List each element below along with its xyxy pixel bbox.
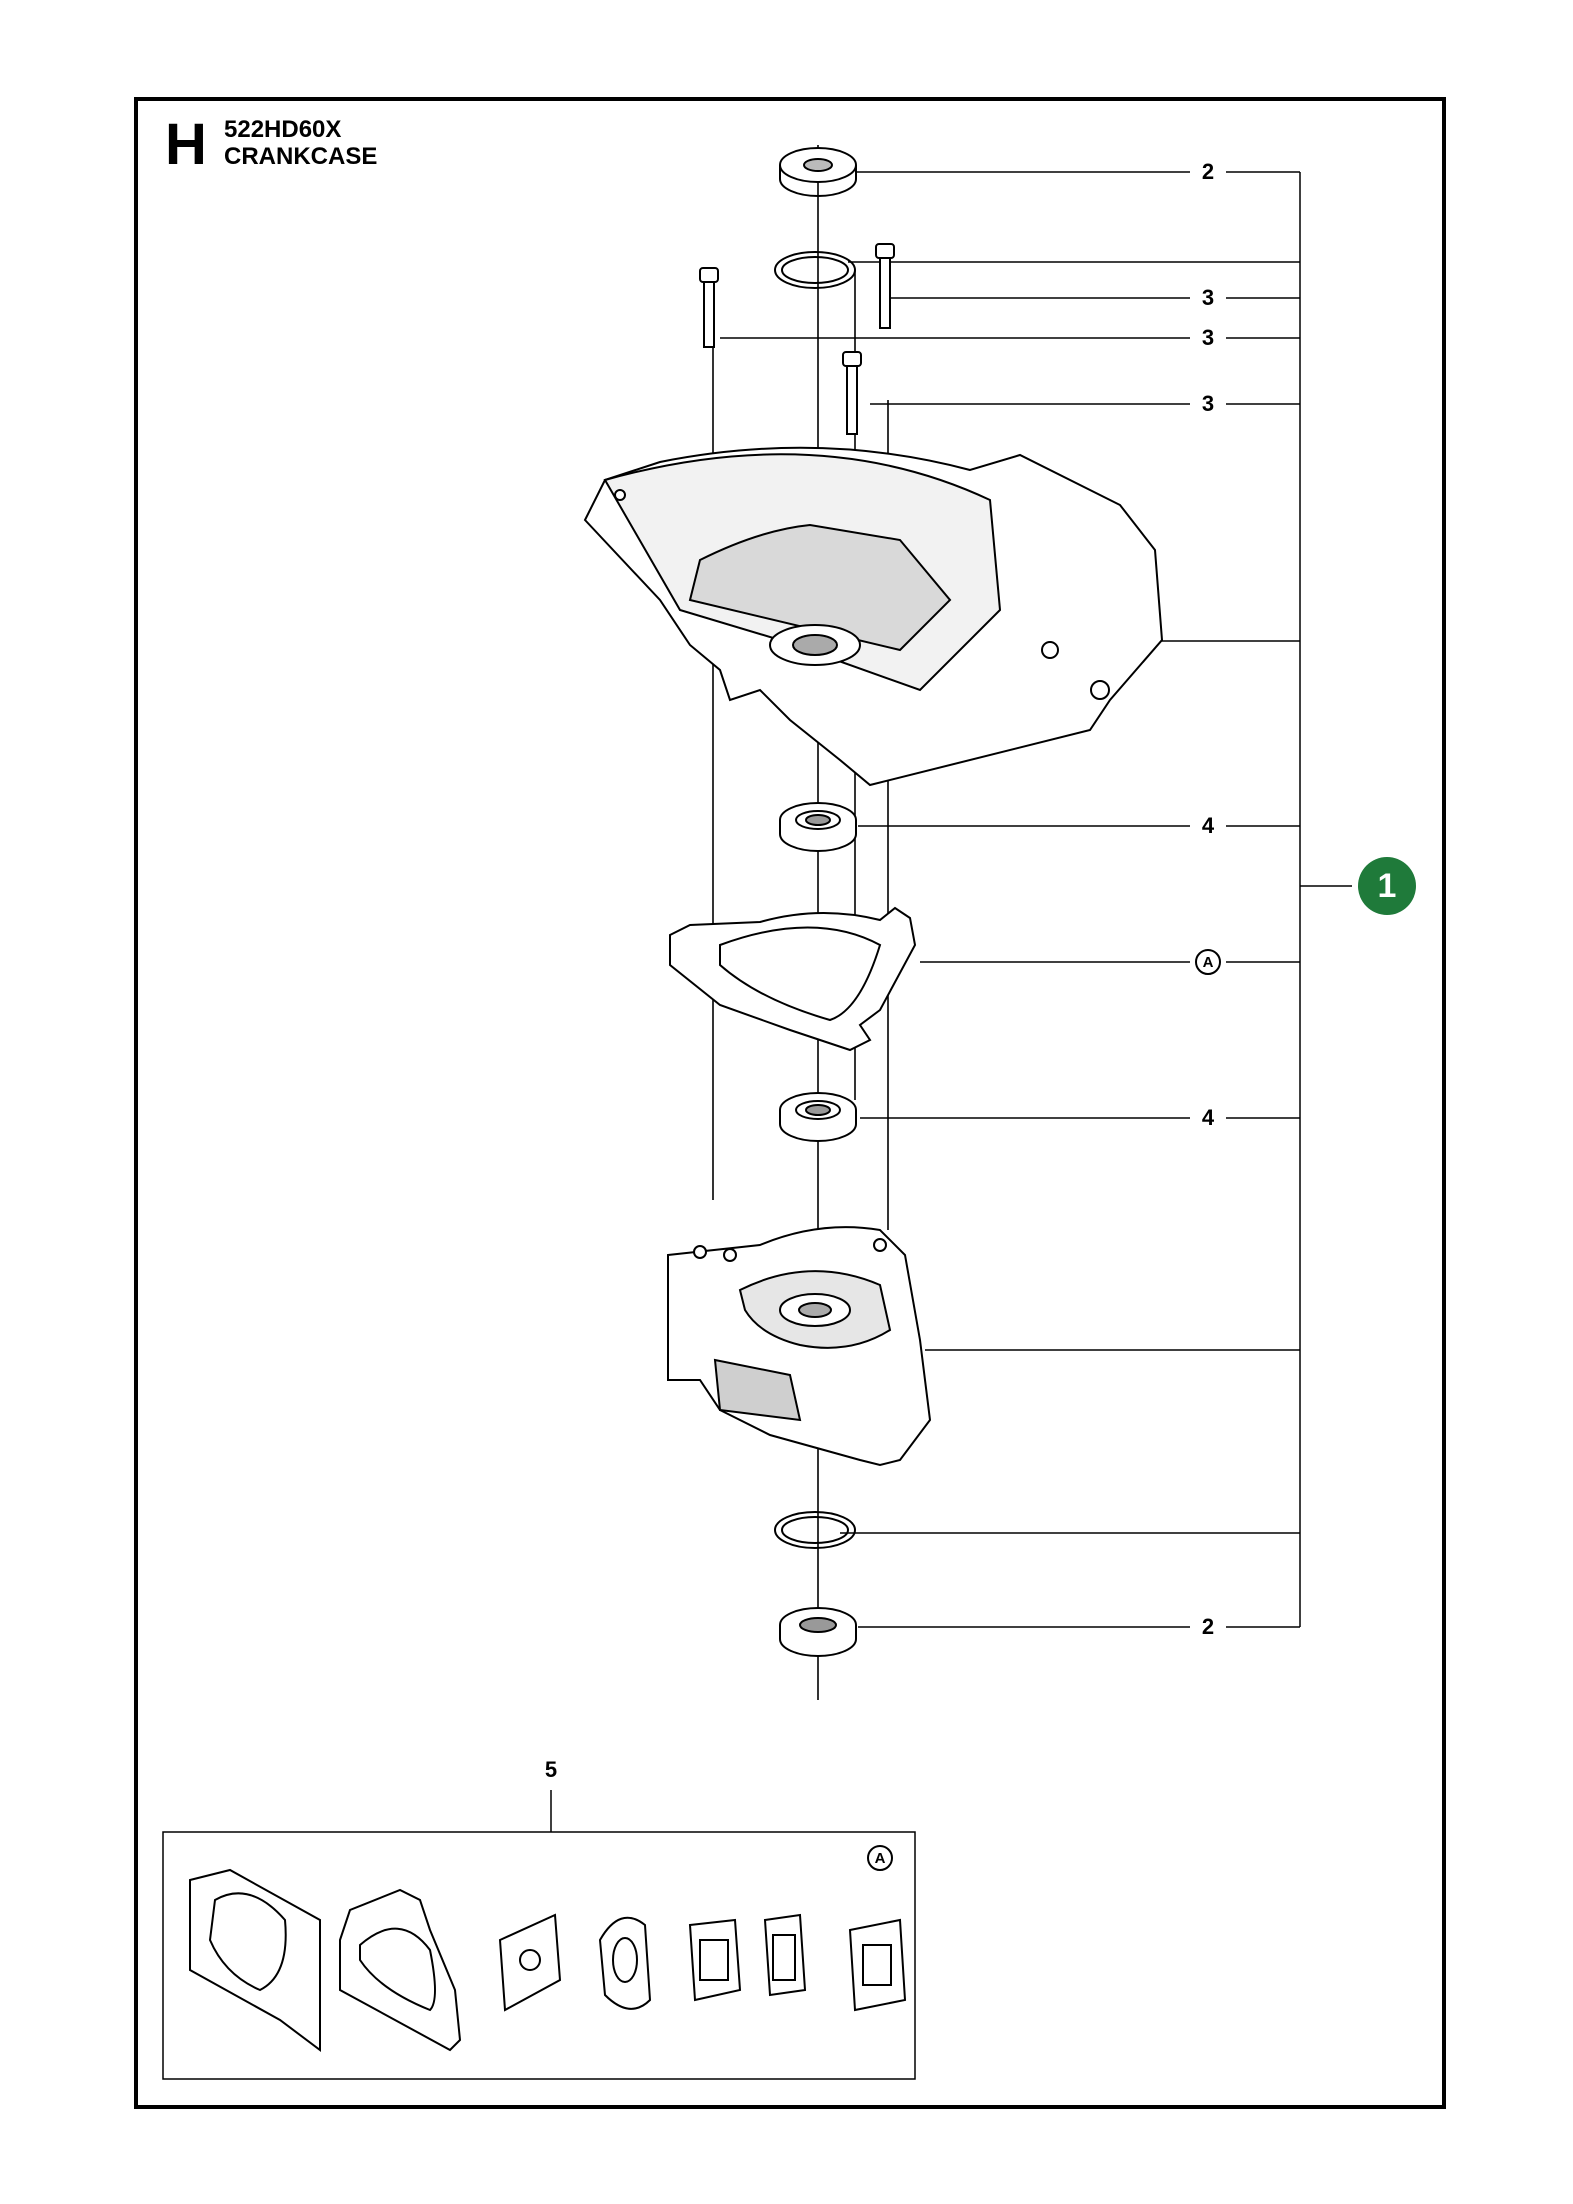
crankcase-upper-part (583, 446, 1164, 787)
section-letter: H (165, 112, 207, 177)
callout-seal-bottom: 2 (1201, 1614, 1215, 1639)
circlip-bottom-part (774, 1511, 856, 1549)
base-gasket-part (669, 906, 917, 1052)
model-number: 522HD60X (224, 116, 342, 143)
callout-seal-top: 2 (1201, 159, 1215, 184)
leader-lines (550, 171, 1352, 1832)
assembly-number-badge: 1 (1358, 857, 1416, 915)
callout-screw-a: 3 (1201, 285, 1215, 310)
section-title: CRANKCASE (224, 143, 378, 170)
bearing-bottom-part (779, 1092, 857, 1142)
callout-gasket-kit: 5 (544, 1757, 558, 1782)
screw-parts (699, 243, 895, 435)
callout-gasket-ref: A (1195, 949, 1221, 975)
crankcase-lower-part (667, 1226, 932, 1467)
circlip-top-part (774, 251, 856, 289)
bearing-top-part (779, 802, 857, 852)
seal-top-part (779, 147, 857, 197)
gasket-kit-parts (189, 1868, 907, 2052)
callout-bearing-top: 4 (1201, 813, 1215, 838)
gasket-kit-box (162, 1831, 916, 2080)
drawing-frame (134, 97, 1446, 2109)
callout-screw-b: 3 (1201, 325, 1215, 350)
callout-screw-c: 3 (1201, 391, 1215, 416)
seal-bottom-part (779, 1607, 857, 1657)
callout-bearing-bottom: 4 (1201, 1105, 1215, 1130)
callout-kit-ref: A (867, 1845, 893, 1871)
